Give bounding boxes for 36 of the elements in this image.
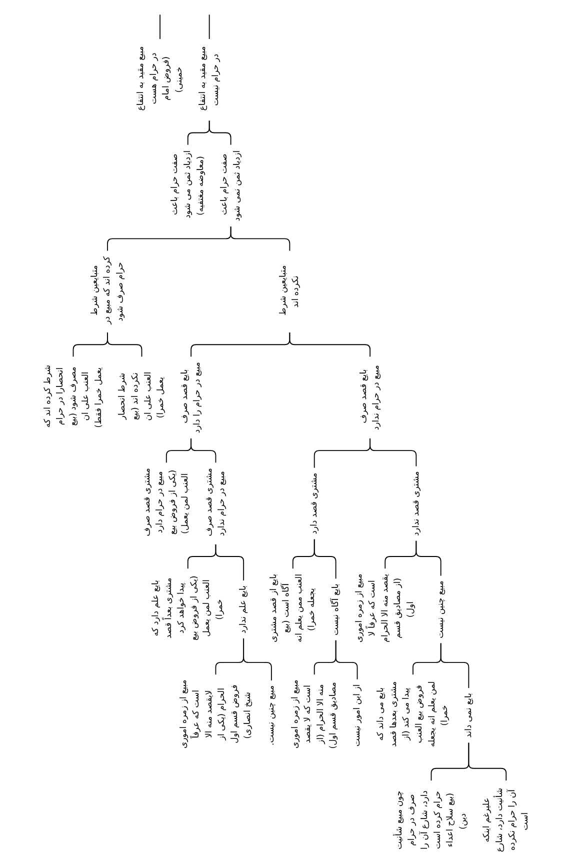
node-text: مشتری قصد صرف مبیع در حرام ندارد	[204, 468, 227, 536]
node-text: بایع علم دارد که مشتری بعداً قصد پیدا خواهد کرد (یکی از فروض بیع العنب لمن یعمل خمرا)	[150, 576, 224, 640]
node-text: بایع قصد صرف مبیع در حرام ندارد	[358, 365, 382, 430]
connector	[314, 538, 336, 580]
node-text: علیرغم اینکه شأنیت دارد، شارع آن را حرام نکرده است	[482, 788, 530, 852]
node-text: متبایعین شرط نکرده اند	[278, 265, 301, 316]
connector	[243, 638, 272, 681]
node-text: بایع علم ندارد	[238, 585, 248, 634]
node-text: صفت حرام باعث ازدیاد ثمن می شود (معاوضه مغتفیه)	[170, 150, 206, 218]
node-text: مشتری قصد دارد	[309, 472, 319, 534]
connector	[215, 544, 244, 582]
connector	[208, 14, 210, 40]
node-text: بایع آگاه نیست	[330, 584, 340, 636]
node-text: چون مبیع شأنیت صرف در حرام دارد، شارع آن را حرام کرده است (بیع سلاح اعداء دین)	[394, 790, 468, 850]
connector	[440, 642, 470, 689]
connector	[335, 640, 358, 680]
node-text: صفت حرام باعث ازدیاد ثمن نمی شود	[219, 150, 242, 222]
node-text: بایع نمی داند	[464, 693, 474, 738]
node-text: بایع می داند که مشتری بعدها قصد پیدا می کند (از فروض بیع العنب لمن یعلم انه یجعله خمرا)	[376, 681, 450, 747]
node-text: مبیع مقید به انتفاع در حرام نیست	[198, 46, 220, 111]
node-text: شرط کرده اند که انحصارا در حرام مصرف شود (بیع العنب علی ان یعمل خمرا فقط)	[42, 364, 104, 428]
node-text: مشتری قصد ندارد	[411, 471, 421, 536]
node-text: بایع از قصد مشتری آگاه است (بیع العنب ممن یعلم انه یجعله خمرا)	[268, 574, 317, 642]
node-text: مبیع از زمره اموری است که لا یقصد منه الا الحرام (از مصادیق قسم اول)	[290, 680, 338, 749]
node-text: شرط انحصار نکرده اند (بیع العنب علی ان یعمل خمرا)	[117, 372, 166, 421]
node-text: مبیع چنین نیست	[436, 580, 446, 638]
node-text: مبیع چنین نیست.	[266, 685, 276, 746]
node-text: مبیع از زمره اموری است که عرفاً لایقصد منه الا الحرام (یکی از فروض قسم اول شیخ انصاری)	[178, 680, 252, 748]
node-text: از این امور نیست	[352, 684, 362, 746]
node-text: مبیع از زمره اموری است که عرفاً لا یقصد منه الا الحرام (از مصادیق قسم اول)	[354, 574, 416, 643]
connector	[370, 438, 417, 467]
node-text: بایع قصد صرف مبیع در حرام را دارد	[179, 362, 202, 434]
node-text: مشتری قصد صرف مبیع در حرام دارد (یکی از فروض بیع العنب لمن یعمل)	[142, 468, 190, 536]
node-text: مبیع مقید به انتفاع در حرام هست (فروض امام خمینی)	[136, 46, 184, 111]
connector	[416, 540, 442, 576]
node-text: متبایعین شرط کرده اند که مبیع در حرام صرف شود	[90, 256, 125, 324]
